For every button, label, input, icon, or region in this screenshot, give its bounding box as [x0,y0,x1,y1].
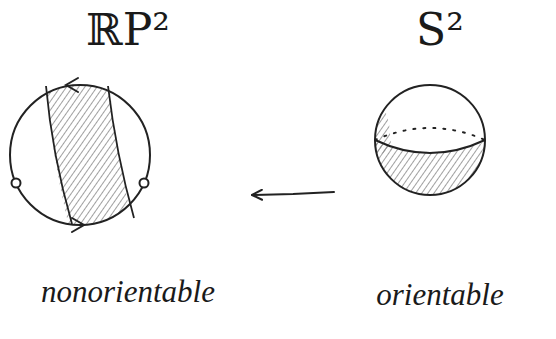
rp2-disk: ℝP² nonorientable [8,4,248,324]
property-label: nonorientable [8,274,248,310]
property-label: orientable [340,277,540,313]
map-arrow [252,192,334,195]
sphere: S² orientable [340,4,540,324]
space-name: ℝP² [8,4,248,56]
space-name: S² [340,4,540,56]
